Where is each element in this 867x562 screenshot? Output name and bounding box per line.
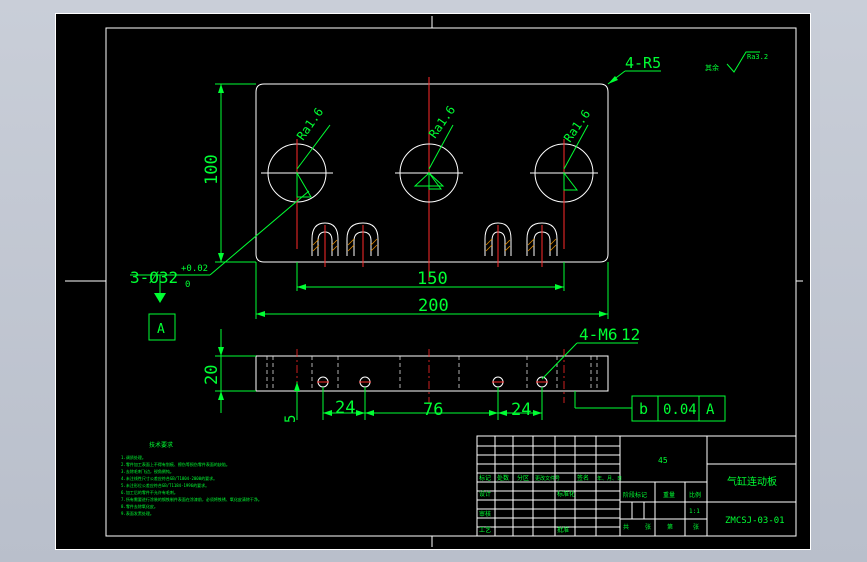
note-line: 7.所有需要进行涂装的钢铁制件表面在涂漆前，必须将铁锈、氧化皮清除干净。	[121, 496, 262, 502]
roughness-other-label: 其余	[705, 63, 719, 72]
thread-text: 4-M6	[579, 325, 618, 344]
tolerance-symbol: b	[639, 400, 648, 418]
roughness-label-right: Ra1.6	[561, 107, 593, 170]
front-view	[255, 349, 609, 403]
tb-approve: 批准	[557, 526, 569, 534]
note-line: 5.未注形位公差应符合GB/T1184-1996的要求。	[121, 482, 209, 488]
note-line: 6.加工后的零件不允许有毛刺。	[121, 489, 178, 495]
corner-radius-callout: 4-R5	[607, 54, 661, 85]
tb-label-change: 更改文件号	[535, 475, 560, 482]
thread-callout: 4-M6 12	[541, 325, 640, 380]
tb-standardize: 标准化	[557, 490, 575, 498]
tb-stage: 阶段标记	[623, 491, 647, 499]
dimension-200: 200	[255, 262, 609, 319]
notes-title: 技术要求	[149, 441, 173, 449]
tb-scale: 1:1	[689, 508, 700, 515]
dim-200-text: 200	[418, 296, 449, 316]
note-line: 2.零件加工表面上不得有划痕、擦伤等损伤零件表面的缺陷。	[121, 461, 230, 467]
technical-notes: 技术要求 1.调质处理。 2.零件加工表面上不得有划痕、擦伤等损伤零件表面的缺陷…	[121, 441, 262, 516]
tb-sheet-word: 张	[645, 523, 651, 531]
hole-diameter-callout: 3-Ø32 +0.02 0	[130, 190, 310, 303]
hole-right	[530, 139, 598, 249]
roughness-label-center: Ra1.6	[426, 103, 458, 170]
general-roughness-mark: 其余 Ra3.2	[705, 51, 768, 73]
dim-100-text: 100	[202, 154, 222, 185]
dim-24b-text: 24	[511, 400, 531, 420]
note-line: 9.表面发黑处理。	[121, 510, 154, 516]
dim-76-text: 76	[423, 400, 443, 420]
threaded-slots	[311, 222, 558, 267]
dim-5-text: 5	[283, 415, 299, 423]
hole-dia-text: 3-Ø32	[130, 268, 178, 287]
drawing-svg: 100 150 200 4-R5 其余	[55, 13, 811, 550]
dimension-150: 150	[296, 262, 565, 291]
dim-20-text: 20	[202, 365, 222, 385]
dimension-20: 20	[202, 329, 256, 413]
roughness-label-left: Ra1.6	[294, 105, 331, 170]
note-line: 1.调质处理。	[121, 454, 146, 460]
datum-box: A	[148, 313, 176, 341]
tol-upper-text: +0.02	[181, 264, 208, 274]
tb-material: 45	[658, 456, 668, 465]
dimension-100: 100	[202, 83, 256, 263]
tol-lower-text: 0	[185, 280, 190, 290]
tolerance-frame: b 0.04 A	[574, 391, 726, 422]
tb-label-date: 年、月、日	[597, 475, 622, 482]
tb-label-mark: 标记	[479, 474, 491, 482]
tb-designer: 设计	[479, 490, 491, 498]
tb-label-sign: 签名	[577, 474, 589, 482]
tolerance-value: 0.04	[663, 402, 697, 418]
tb-label-zone: 分区	[517, 474, 529, 482]
note-line: 4.未注线性尺寸公差应符合GB/T1804-2000的要求。	[121, 475, 217, 481]
datum-label: A	[157, 322, 165, 337]
hole-left	[261, 139, 333, 249]
tolerance-datum: A	[706, 402, 715, 418]
roughness-general-value: Ra3.2	[747, 53, 768, 61]
tb-weight: 重量	[663, 491, 675, 499]
ra-right-text: Ra1.6	[561, 107, 593, 145]
note-line: 8.零件去除氧化皮。	[121, 503, 158, 509]
r5-text: 4-R5	[625, 54, 661, 72]
thread-depth-text: 12	[621, 325, 640, 344]
tb-process: 工艺	[479, 526, 491, 534]
tb-scale-label: 比例	[689, 491, 701, 499]
hole-center	[395, 143, 463, 203]
tb-label-count: 处数	[497, 474, 509, 482]
tb-drawing-no: ZMCSJ-03-01	[725, 516, 785, 526]
tb-review: 审核	[479, 510, 491, 518]
tb-sheet-total: 共	[623, 523, 629, 531]
dimension-chain: 24 76 24	[322, 387, 543, 420]
drawing-canvas[interactable]: 100 150 200 4-R5 其余	[55, 13, 811, 550]
dim-150-text: 150	[417, 269, 448, 289]
title-block: 标记 处数 分区 更改文件号 签名 年、月、日 设计 标准化 审核 工艺 批准 …	[476, 435, 797, 537]
ra-center-text: Ra1.6	[426, 103, 458, 141]
sheet-outer-border	[55, 13, 811, 550]
dim-24a-text: 24	[335, 398, 355, 418]
note-line: 3.去除毛刺飞边，锐角倒钝。	[121, 468, 174, 474]
plate-outline-top-view	[255, 83, 609, 263]
tb-sheet-word-2: 张	[693, 523, 699, 531]
tb-sheet-no: 第	[667, 523, 673, 531]
tb-part-name: 气缸连动板	[727, 475, 777, 488]
dimension-5: 5	[283, 382, 300, 423]
sheet-inner-border	[105, 27, 797, 537]
